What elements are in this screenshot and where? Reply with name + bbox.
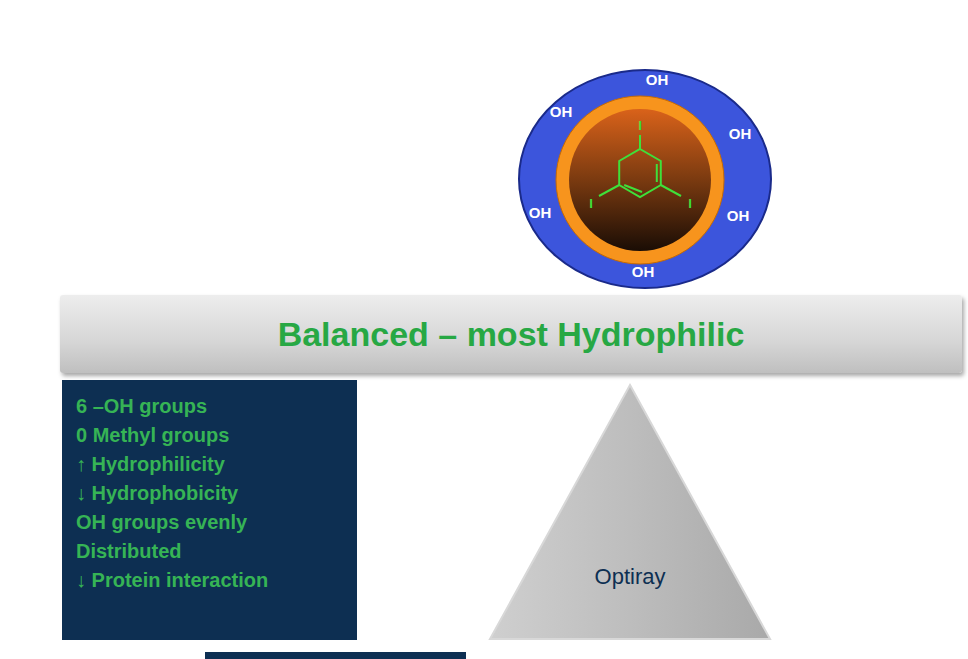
iodine-bond — [661, 185, 681, 196]
hydroxyl-label: OH — [550, 103, 573, 120]
double-bond — [656, 164, 658, 182]
property-item: ↑ Hydrophilicity — [76, 450, 343, 479]
benzene-ring — [619, 149, 661, 197]
orange-ring — [556, 96, 724, 264]
iodine-label: I — [589, 196, 593, 211]
property-item: ↓ Hydrophobicity — [76, 479, 343, 508]
balance-beam: Balanced – most Hydrophilic — [60, 295, 962, 373]
underline-bar — [205, 652, 466, 659]
iodine-core: I I I — [555, 95, 725, 265]
property-item: 6 –OH groups — [76, 392, 343, 421]
fulcrum-triangle: Optiray — [488, 383, 772, 643]
hydroxyl-label: OH — [727, 207, 750, 224]
property-item: ↓ Protein interaction — [76, 566, 343, 595]
hydroxyl-label: OH — [632, 263, 655, 280]
hydrophobic-core — [569, 109, 711, 251]
molecule-shell: OH OH OH OH OH OH I I I — [517, 68, 773, 290]
beam-title: Balanced – most Hydrophilic — [278, 315, 745, 354]
fulcrum-outline — [488, 383, 772, 643]
hydroxyl-label: OH — [729, 125, 752, 142]
product-name: Optiray — [595, 564, 666, 590]
fulcrum-triangle — [490, 385, 770, 639]
hydrophilic-shell — [519, 70, 771, 288]
hydroxyl-label: OH — [529, 204, 552, 221]
property-item: 0 Methyl groups — [76, 421, 343, 450]
iodine-label: I — [638, 118, 642, 133]
double-bond — [624, 185, 642, 192]
property-item: OH groups evenly Distributed — [76, 508, 343, 566]
iodine-bond — [639, 135, 641, 149]
iodine-bond — [599, 185, 619, 196]
property-box: 6 –OH groups0 Methyl groups↑ Hydrophilic… — [62, 380, 357, 640]
iodine-label: I — [688, 196, 692, 211]
hydroxyl-label: OH — [646, 71, 669, 88]
